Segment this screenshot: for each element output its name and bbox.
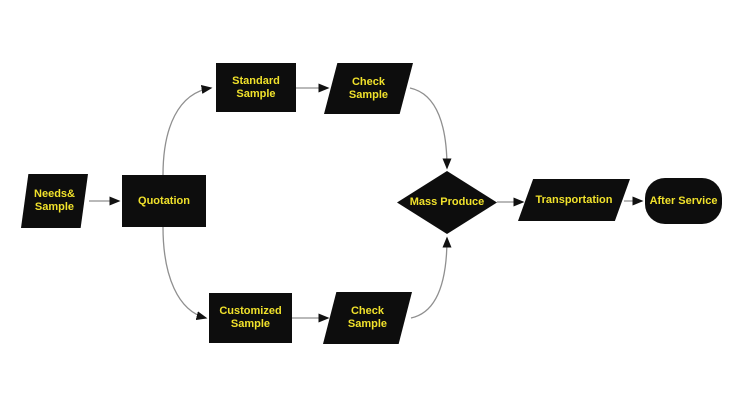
node-check-sample-top: Check Sample [324, 63, 413, 114]
node-needs-sample-label-line2: Sample [34, 201, 75, 213]
edge-checkbottom-to-mass [410, 236, 452, 319]
edge-quotation-to-standard [162, 84, 213, 176]
edge-checktop-to-mass [409, 87, 452, 170]
node-mass-produce-label: Mass Produce [409, 196, 485, 208]
node-needs-sample: Needs& Sample [21, 174, 88, 228]
node-check-sample-top-label-line1: Check [351, 75, 386, 88]
edge-quotation-to-customized [162, 226, 208, 321]
node-after-service: After Service [645, 178, 722, 224]
node-check-sample-bottom-label-line2: Sample [347, 318, 388, 330]
node-customized-sample-label-line2: Sample [230, 318, 271, 330]
node-quotation: Quotation [122, 175, 206, 227]
node-after-service-label: After Service [649, 194, 718, 207]
node-needs-sample-label-line1: Needs& [34, 188, 75, 200]
node-customized-sample: Customized Sample [209, 293, 292, 343]
node-transportation-label: Transportation [535, 193, 613, 206]
node-check-sample-bottom: Check Sample [323, 292, 412, 344]
node-standard-sample: Standard Sample [216, 63, 296, 112]
node-check-sample-top-label-line2: Sample [348, 88, 389, 101]
node-customized-sample-label-line1: Customized [219, 305, 282, 317]
node-transportation: Transportation [518, 179, 630, 221]
node-standard-sample-label-line1: Standard [232, 74, 280, 87]
node-standard-sample-label-line2: Sample [236, 87, 276, 100]
node-check-sample-bottom-label-line1: Check [350, 305, 385, 317]
node-quotation-label: Quotation [138, 194, 190, 207]
